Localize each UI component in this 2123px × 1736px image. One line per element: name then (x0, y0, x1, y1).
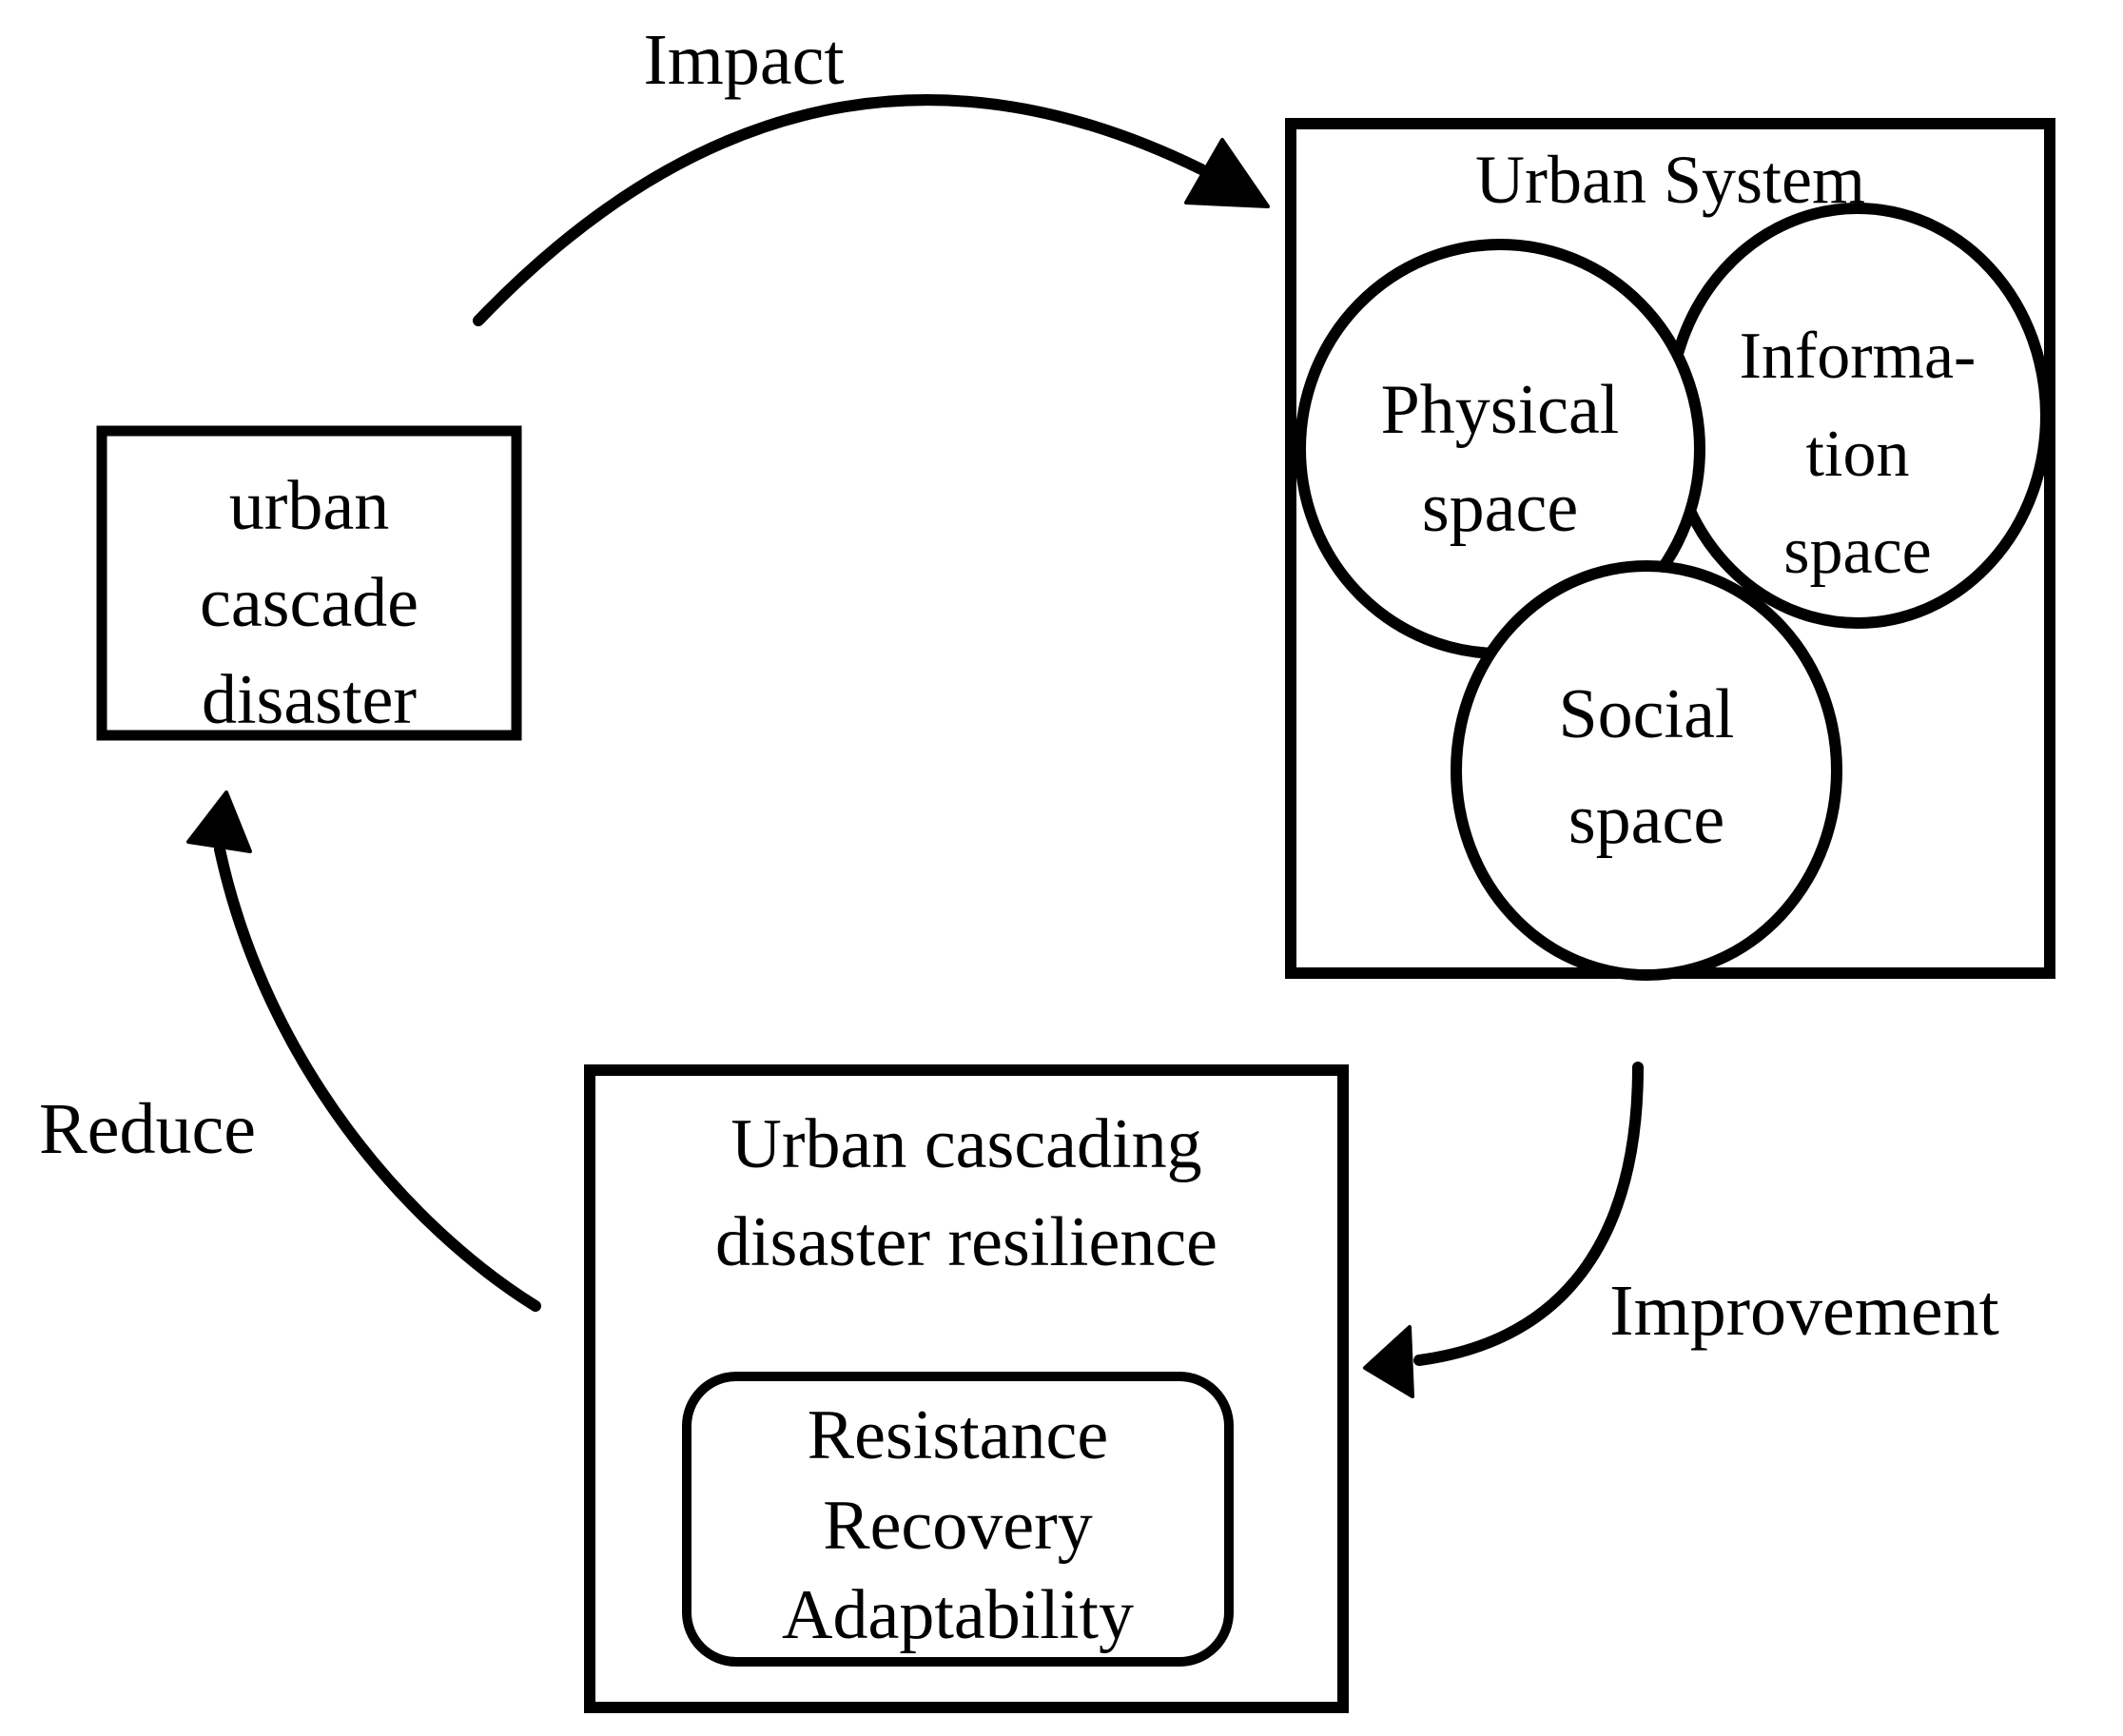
resilience-inner-line-3: Adaptability (782, 1576, 1134, 1654)
social-space-circle-group: Social space (1451, 560, 1842, 981)
improvement-arrowhead-icon (1363, 1325, 1414, 1398)
social-space-line-2: space (1568, 781, 1724, 859)
social-space-circle (1451, 560, 1842, 981)
information-space-circle-group: Informa- tion space (1664, 203, 2052, 629)
urban-system-node: Informa- tion space Physical space Socia… (1285, 118, 2055, 981)
information-space-line-1: Informa- (1740, 320, 1977, 393)
resilience-inner-node: Resistance Recovery Adaptability (682, 1372, 1234, 1667)
improvement-arrow-label: Improvement (1609, 1271, 1998, 1351)
social-space-line-1: Social (1559, 675, 1735, 753)
disaster-box-node: urban cascade disaster (96, 425, 522, 741)
improvement-arrow: Improvement (1363, 1062, 1999, 1398)
disaster-box-line-3: disaster (202, 661, 417, 739)
impact-arrowhead-icon (1184, 138, 1270, 208)
disaster-box-line-1: urban (229, 467, 390, 545)
resilience-inner-box (682, 1372, 1234, 1667)
impact-arrow-shaft (473, 94, 1207, 326)
impact-arrow: Impact (473, 20, 1270, 326)
urban-system-title: Urban System (1475, 142, 1865, 218)
reduce-arrow-label: Reduce (39, 1089, 256, 1169)
resilience-box-line-1: Urban cascading (730, 1105, 1201, 1183)
disaster-box (96, 425, 522, 741)
physical-space-line-1: Physical (1381, 371, 1620, 449)
information-space-line-3: space (1783, 515, 1931, 588)
resilience-box-line-2: disaster resilience (715, 1203, 1217, 1281)
resilience-inner-line-1: Resistance (808, 1396, 1108, 1474)
reduce-arrowhead-icon (186, 790, 252, 853)
impact-arrow-label: Impact (643, 20, 844, 100)
resilience-inner-line-2: Recovery (823, 1487, 1093, 1565)
information-space-line-2: tion (1806, 418, 1910, 491)
improvement-arrow-shaft (1413, 1062, 1644, 1366)
reduce-arrow: Reduce (39, 790, 541, 1312)
reduce-arrow-shaft (214, 844, 541, 1312)
disaster-box-line-2: cascade (200, 564, 419, 642)
resilience-box-node: Urban cascading disaster resilience Resi… (584, 1064, 1349, 1713)
physical-space-line-2: space (1422, 469, 1578, 547)
physical-space-circle-group: Physical space (1295, 239, 1705, 659)
